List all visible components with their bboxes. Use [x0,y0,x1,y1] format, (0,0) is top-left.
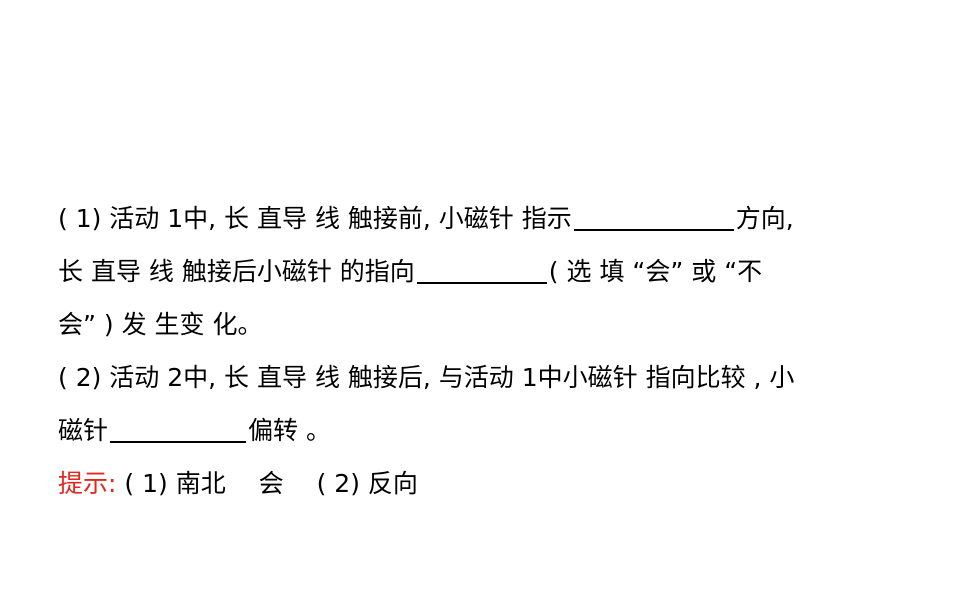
question-1-line-1: ( 1) 活动 1中, 长 直导 线 触接前, 小磁针 指示 方向, [58,192,938,245]
question-2-line-2: 磁针 偏转 。 [58,404,938,457]
question-1-text-a: ( 1) 活动 1中, 长 直导 线 触接前, 小磁针 指示 [58,204,572,233]
hint-line: 提示: ( 1) 南北 会 ( 2) 反向 [58,457,938,510]
question-content: ( 1) 活动 1中, 长 直导 线 触接前, 小磁针 指示 方向, 长 直导 线… [58,192,938,510]
hint-answer: ( 1) 南北 会 ( 2) 反向 [116,469,418,498]
question-1-line-3: 会” ) 发 生变 化。 [58,298,938,351]
question-1-text-d: ( 选 填 “会” 或 “不 [548,257,763,286]
hint-label: 提示: [58,469,117,498]
answer-blank-1 [573,203,734,231]
question-2-text-a: ( 2) 活动 2中, 长 直导 线 触接后, 与活动 1中小磁针 指向比较 ,… [58,363,795,392]
answer-blank-2 [416,256,547,284]
question-1-text-c: 长 直导 线 触接后小磁针 的指向 [58,257,415,286]
question-2-line-1: ( 2) 活动 2中, 长 直导 线 触接后, 与活动 1中小磁针 指向比较 ,… [58,351,938,404]
question-1-text-b: 方向, [735,204,794,233]
question-1-text-e: 会” ) 发 生变 化。 [58,310,263,339]
question-1-line-2: 长 直导 线 触接后小磁针 的指向 ( 选 填 “会” 或 “不 [58,245,938,298]
question-2-text-b: 磁针 [58,416,109,445]
answer-blank-3 [110,415,247,443]
question-2-text-c: 偏转 。 [248,416,331,445]
